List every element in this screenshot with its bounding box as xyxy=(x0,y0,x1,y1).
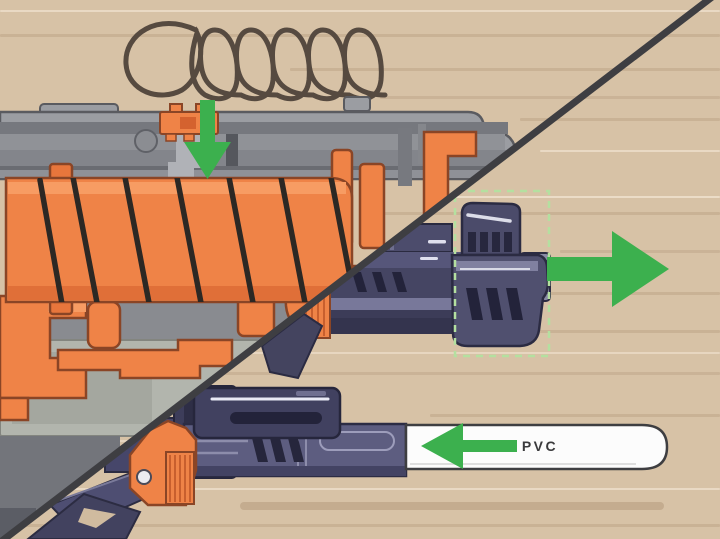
plunger-tube xyxy=(4,162,354,316)
scene-pvc-barrel: PVC xyxy=(25,385,669,539)
right-arrow-icon xyxy=(547,231,669,307)
selection-dashed-box xyxy=(453,189,551,358)
left-arrow-icon xyxy=(421,423,517,469)
pump-screw xyxy=(136,469,152,485)
pvc-pipe xyxy=(404,423,669,471)
blaster-body xyxy=(25,385,408,539)
muzzle-attachment xyxy=(450,201,551,348)
spring-doodle xyxy=(123,21,388,102)
pvc-label: PVC xyxy=(522,438,558,454)
down-arrow-icon xyxy=(184,100,231,179)
scene-spring-upgrade xyxy=(0,21,518,539)
wrapped-spring xyxy=(37,178,352,302)
blaster-shell xyxy=(0,96,518,186)
shell-screw xyxy=(134,129,158,153)
